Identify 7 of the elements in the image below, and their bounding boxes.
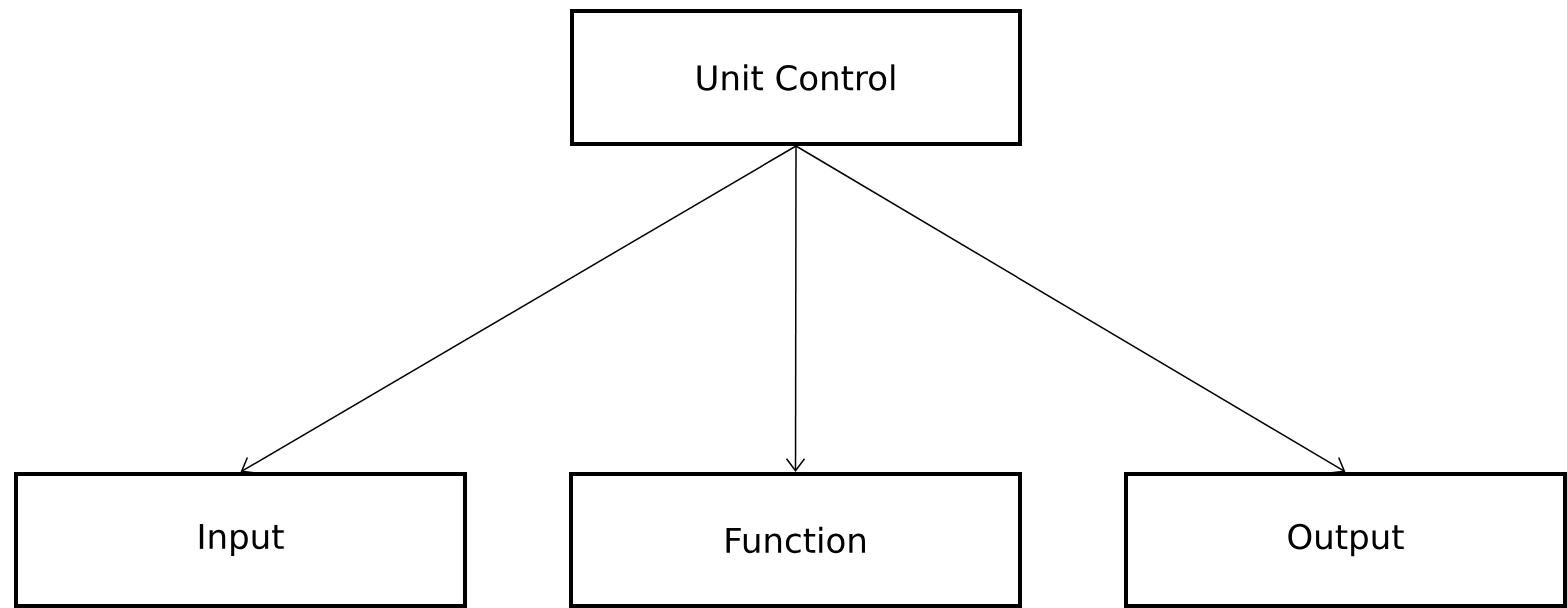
process-box: Output — [1124, 472, 1567, 608]
process-box: Function — [569, 472, 1022, 608]
process-box: Unit Control — [570, 9, 1022, 146]
arrow — [795, 145, 1346, 474]
arrow — [785, 145, 806, 472]
arrow — [240, 145, 797, 474]
process-box: Input — [14, 472, 467, 608]
